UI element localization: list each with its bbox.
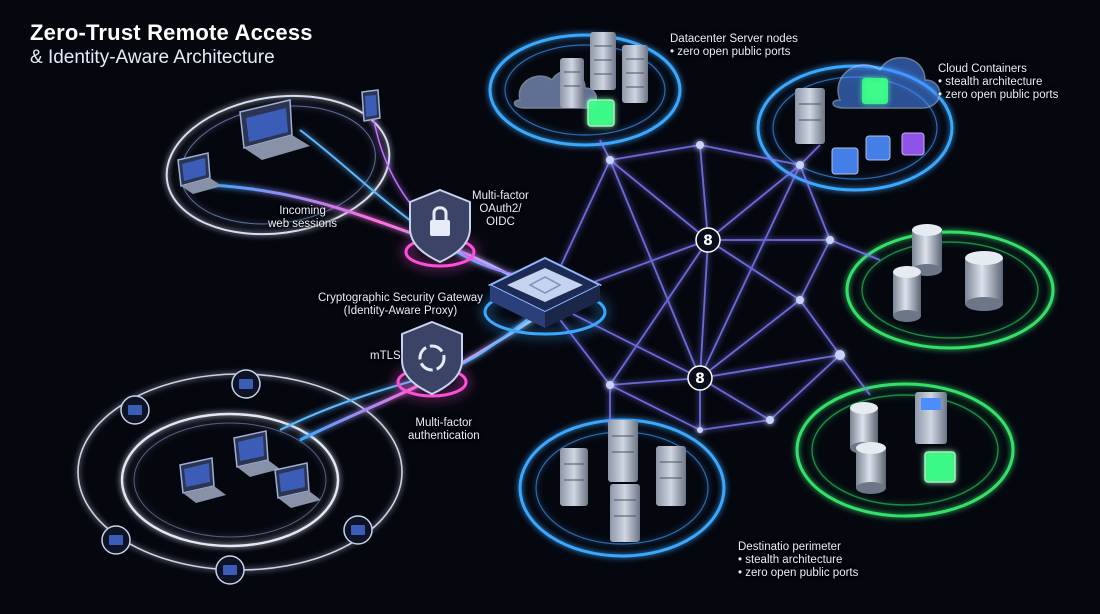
- label-datacenter-nodes: Datacenter Server nodes • zero open publ…: [670, 33, 798, 58]
- shield-sync-icon: [396, 320, 468, 398]
- server-icon: [560, 58, 584, 108]
- svg-text:8: 8: [695, 371, 705, 387]
- mesh-nodes: [606, 141, 845, 433]
- laptop-icon: [179, 457, 226, 503]
- title-line-2: & Identity-Aware Architecture: [30, 47, 275, 68]
- ring-green-lower: [795, 382, 1015, 518]
- database-icon: [850, 402, 878, 454]
- server-icon: [795, 88, 825, 144]
- tablet-icon: [231, 369, 261, 399]
- mesh-hub-icon: 8: [687, 365, 713, 391]
- container-cube-icon: [865, 135, 891, 161]
- laptop-icon: [233, 430, 280, 477]
- label-incoming-sessions: Incoming web sessions: [268, 205, 338, 230]
- server-icon: [915, 392, 947, 444]
- laptop-icon: [239, 99, 310, 160]
- tablet-icon: [120, 395, 150, 425]
- server-icon: [610, 484, 640, 542]
- database-icon: [965, 251, 1003, 311]
- server-icon: [608, 420, 638, 482]
- server-icon: [560, 448, 588, 506]
- container-cube-icon: [862, 78, 888, 104]
- database-icon: [912, 224, 942, 276]
- label-security-gateway: Cryptographic Security Gateway (Identity…: [318, 292, 483, 317]
- tablet-icon: [361, 89, 381, 122]
- gateway-chip-icon: [483, 256, 607, 336]
- label-cloud-containers: Cloud Containers • stealth architecture …: [938, 63, 1059, 101]
- server-icon: [590, 32, 616, 90]
- ring-green-upper: [845, 230, 1055, 350]
- shield-lock-icon: [404, 188, 476, 268]
- mesh-hub-icon: 8: [695, 227, 721, 253]
- container-cube-icon: [924, 451, 956, 483]
- server-icon: [622, 45, 648, 103]
- ring-datacenter: [488, 33, 682, 147]
- label-mfa-authentication: Multi-factor authentication: [408, 417, 480, 442]
- laptop-icon: [177, 152, 222, 194]
- laptop-icon: [274, 462, 321, 508]
- diagram-title: Zero-Trust Remote Access & Identity-Awar…: [30, 20, 313, 70]
- tablet-icon: [343, 515, 373, 545]
- label-mfa-oauth: Multi-factor OAuth2/ OIDC: [472, 190, 529, 228]
- container-cube-icon: [831, 147, 859, 175]
- database-icon: [893, 266, 921, 322]
- container-cube-icon: [901, 132, 925, 156]
- svg-text:8: 8: [703, 233, 713, 249]
- container-cube-icon: [587, 99, 615, 127]
- label-destination-perimeter: Destinatio perimeter • stealth architect…: [738, 541, 859, 579]
- title-line-1: Zero-Trust Remote Access: [30, 20, 313, 45]
- database-icon: [856, 442, 886, 494]
- tablet-icon: [215, 555, 245, 585]
- label-mtls: mTLS: [370, 350, 401, 362]
- server-icon: [656, 446, 686, 506]
- tablet-icon: [101, 525, 131, 555]
